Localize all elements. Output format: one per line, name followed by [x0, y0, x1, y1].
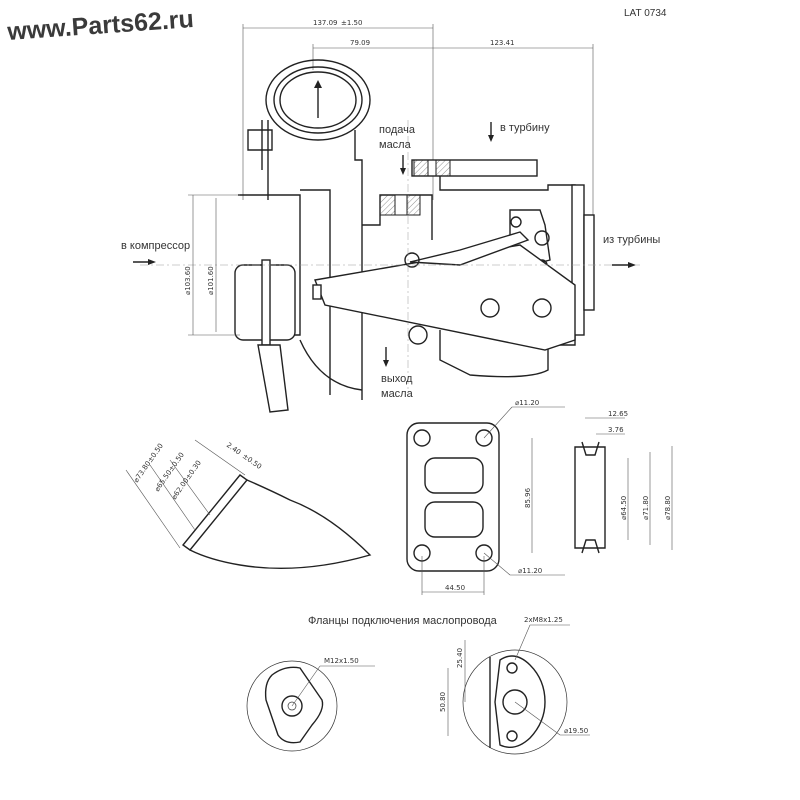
label-to-turbine: в турбину	[500, 122, 550, 134]
watermark: www.Parts62.ru	[5, 5, 194, 46]
dim-d65: ⌀65.50	[153, 469, 173, 493]
dim-depth: 12.65	[608, 410, 628, 418]
dim-left: 79.09	[350, 39, 370, 47]
top-dimensions: 137.09 ±1.50 79.09 123.41	[242, 19, 594, 260]
label-oil-out-1: выход	[381, 373, 413, 385]
label-oil-in-2: масла	[379, 139, 412, 151]
dim-outlet-lip: 3.76	[608, 426, 624, 434]
oil-flanges-title: Фланцы подключения маслопровода	[308, 615, 498, 627]
dim-hole-top: ⌀11.20	[515, 399, 539, 407]
dim-right: 123.41	[490, 39, 515, 47]
label-to-compressor: в компрессор	[121, 240, 190, 252]
dim-length: 50.80	[439, 692, 447, 712]
turbine-outlet-detail: 12.65 3.76 ⌀64.50 ⌀71.80 ⌀78.80	[574, 410, 673, 554]
dim-hole-bottom: ⌀11.20	[518, 567, 542, 575]
flow-labels: подача масла в турбину в компрессор из т…	[121, 122, 660, 400]
dim-d64: ⌀64.50	[620, 496, 628, 520]
dim-d78: ⌀78.80	[664, 496, 672, 520]
dim-d62: ⌀62.00	[170, 477, 190, 501]
dim-d103: ⌀103.60	[184, 266, 192, 295]
dim-width: 44.50	[445, 584, 465, 592]
turbine-flange-detail: ⌀11.20 ⌀11.20 85.96 44.50	[406, 399, 565, 595]
right-thread: 2xM8x1.25	[524, 616, 563, 624]
label-oil-in-1: подача	[379, 124, 416, 136]
dim-d62-tol: ±0.30	[184, 459, 203, 481]
dim-d73-tol: ±0.50	[146, 442, 165, 464]
dim-lip: 2.40	[225, 441, 242, 456]
dim-overall: 137.09	[313, 19, 338, 27]
left-dimensions: ⌀103.60 ⌀101.60	[184, 194, 240, 336]
dim-lip-tol: ±0.50	[241, 452, 263, 471]
dim-overall-tol: ±1.50	[341, 19, 362, 27]
dim-d65-tol: ±0.50	[167, 451, 186, 473]
dim-d71: ⌀71.80	[642, 496, 650, 520]
compressor-inlet-detail: ⌀73.80 ±0.50 ⌀65.50 ±0.50 ⌀62.00 ±0.30 2…	[125, 439, 372, 570]
label-oil-out-2: масла	[381, 388, 414, 400]
left-thread: M12x1.50	[324, 657, 359, 665]
dim-d73: ⌀73.80	[132, 460, 152, 484]
model-code: LAT 0734	[624, 8, 667, 19]
oil-flanges: Фланцы подключения маслопровода M12x1.50…	[246, 615, 590, 755]
dim-spacing: 25.40	[456, 648, 464, 668]
label-from-turbine: из турбины	[603, 234, 660, 246]
turbocharger-main-view	[140, 59, 640, 413]
dim-height: 85.96	[524, 487, 532, 508]
bore-diameter: ⌀19.50	[564, 727, 588, 735]
dim-d101: ⌀101.60	[207, 266, 215, 295]
